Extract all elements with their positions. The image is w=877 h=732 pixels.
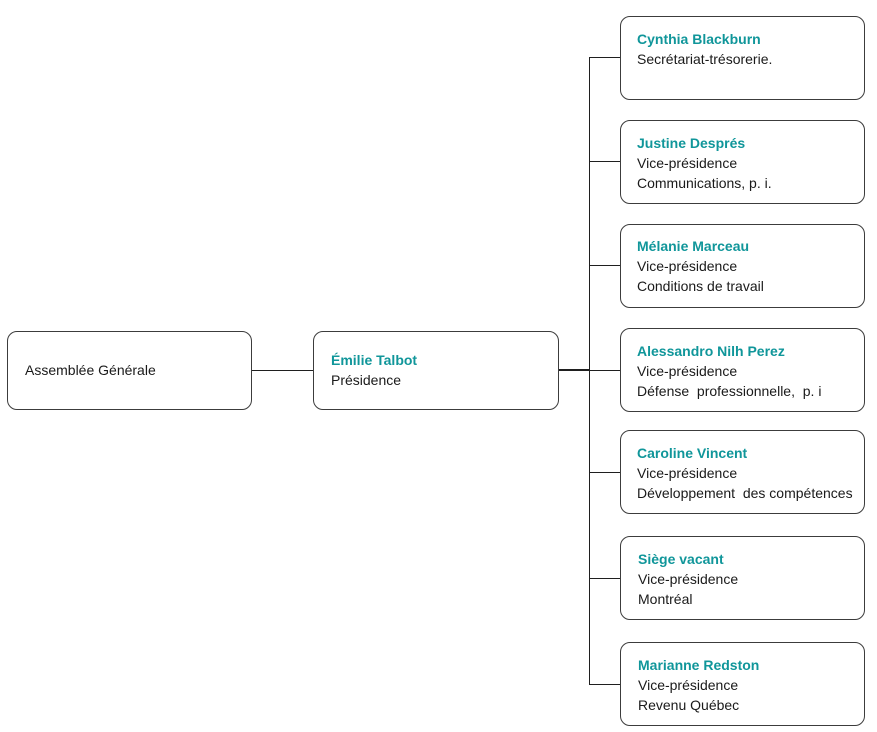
member-role: Vice-présidence xyxy=(637,155,738,171)
connector-vertical-trunk xyxy=(589,57,590,685)
connector-branch-3 xyxy=(589,265,621,266)
member-role: Vice-présidence xyxy=(637,363,738,379)
member-box-4: Alessandro Nilh Perez Vice-présidence Dé… xyxy=(620,328,865,412)
member-name: Alessandro Nilh Perez xyxy=(637,343,785,359)
connector-branch-6 xyxy=(589,578,621,579)
member-portfolio: Défense professionnelle, p. i xyxy=(637,383,822,399)
president-box: Émilie Talbot Présidence xyxy=(313,331,559,410)
member-name: Cynthia Blackburn xyxy=(637,31,761,47)
assembly-label: Assemblée Générale xyxy=(25,362,156,378)
member-portfolio: Revenu Québec xyxy=(638,697,740,713)
member-role: Vice-présidence xyxy=(638,571,739,587)
connector-president-trunk xyxy=(558,369,590,371)
connector-branch-7 xyxy=(589,684,621,685)
member-portfolio: Développement des compétences xyxy=(637,485,853,501)
member-role: Vice-présidence xyxy=(638,677,739,693)
member-portfolio: Conditions de travail xyxy=(637,278,764,294)
member-name: Mélanie Marceau xyxy=(637,238,750,254)
connector-root-president xyxy=(251,370,314,371)
member-name: Marianne Redston xyxy=(638,657,760,673)
connector-branch-5 xyxy=(589,472,621,473)
connector-branch-4 xyxy=(589,370,621,371)
member-portfolio: Montréal xyxy=(638,591,693,607)
connector-branch-1 xyxy=(589,57,621,58)
president-name: Émilie Talbot xyxy=(331,352,418,368)
member-role: Secrétariat-trésorerie. xyxy=(637,51,773,67)
member-box-3: Mélanie Marceau Vice-présidence Conditio… xyxy=(620,224,865,308)
member-name: Siège vacant xyxy=(638,551,724,567)
member-box-5: Caroline Vincent Vice-présidence Dévelop… xyxy=(620,430,865,514)
member-box-2: Justine Després Vice-présidence Communic… xyxy=(620,120,865,204)
member-box-7: Marianne Redston Vice-présidence Revenu … xyxy=(620,642,865,726)
assembly-box: Assemblée Générale xyxy=(7,331,252,410)
member-portfolio: Communications, p. i. xyxy=(637,175,772,191)
connector-branch-2 xyxy=(589,161,621,162)
president-role: Présidence xyxy=(331,372,402,388)
member-name: Caroline Vincent xyxy=(637,445,748,461)
member-box-6: Siège vacant Vice-présidence Montréal xyxy=(620,536,865,620)
member-role: Vice-présidence xyxy=(637,465,738,481)
member-name: Justine Després xyxy=(637,135,746,151)
member-box-1: Cynthia Blackburn Secrétariat-trésorerie… xyxy=(620,16,865,100)
member-role: Vice-présidence xyxy=(637,258,738,274)
